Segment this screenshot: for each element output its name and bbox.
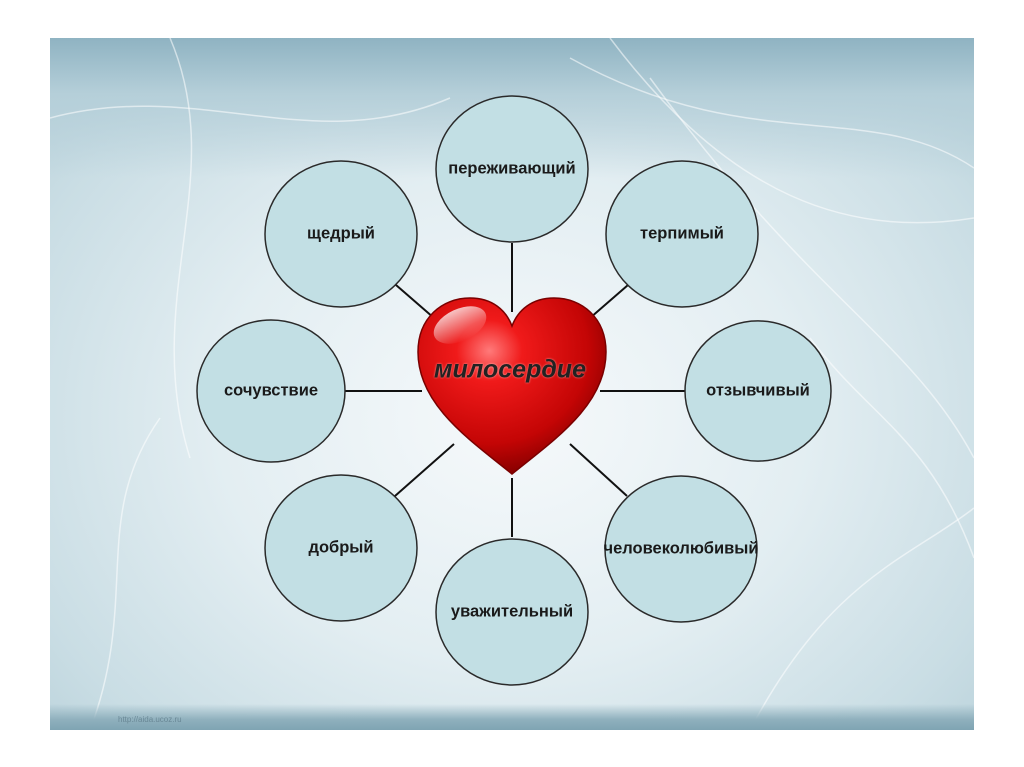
bottom-decor-band (50, 704, 974, 730)
node-circle-shchedryy (264, 160, 418, 308)
node-circle-sochuvstvie (196, 319, 346, 463)
node-circle-dobryy (264, 474, 418, 622)
connector-terpimyy (589, 284, 629, 319)
node-circle-terpimyy (605, 160, 759, 308)
node-label-perezhivayushchiy: переживающий (448, 159, 576, 178)
node-circle-uvazhitelnyy (435, 538, 589, 686)
connector-dobryy (394, 443, 455, 497)
watermark-url: http://aida.ucoz.ru (118, 715, 182, 724)
node-circles (196, 95, 832, 686)
node-circle-chelovekolyubivyy (604, 475, 758, 623)
node-label-uvazhitelnyy: уважительный (450, 602, 574, 621)
connector-chelovekolyubivyy (569, 443, 628, 497)
node-circle-otzyvchivyy (684, 320, 832, 462)
heart-shape (417, 297, 607, 475)
node-label-otzyvchivyy: отзывчивый (706, 381, 810, 400)
connector-shchedryy (395, 284, 435, 319)
node-label-terpimyy: терпимый (640, 224, 724, 243)
node-label-chelovekolyubivyy: человеколюбивый (603, 539, 759, 558)
node-circle-perezhivayushchiy (435, 95, 589, 243)
node-label-shchedryy: щедрый (307, 224, 375, 243)
heart-icon (417, 297, 607, 475)
heart-highlight (433, 306, 487, 344)
connector-lines (345, 243, 686, 537)
background-swirls (50, 38, 974, 730)
center-label-mercy: милосердие (434, 355, 586, 384)
node-label-dobryy: добрый (308, 538, 374, 557)
node-label-sochuvstvie: сочувствие (223, 381, 319, 400)
